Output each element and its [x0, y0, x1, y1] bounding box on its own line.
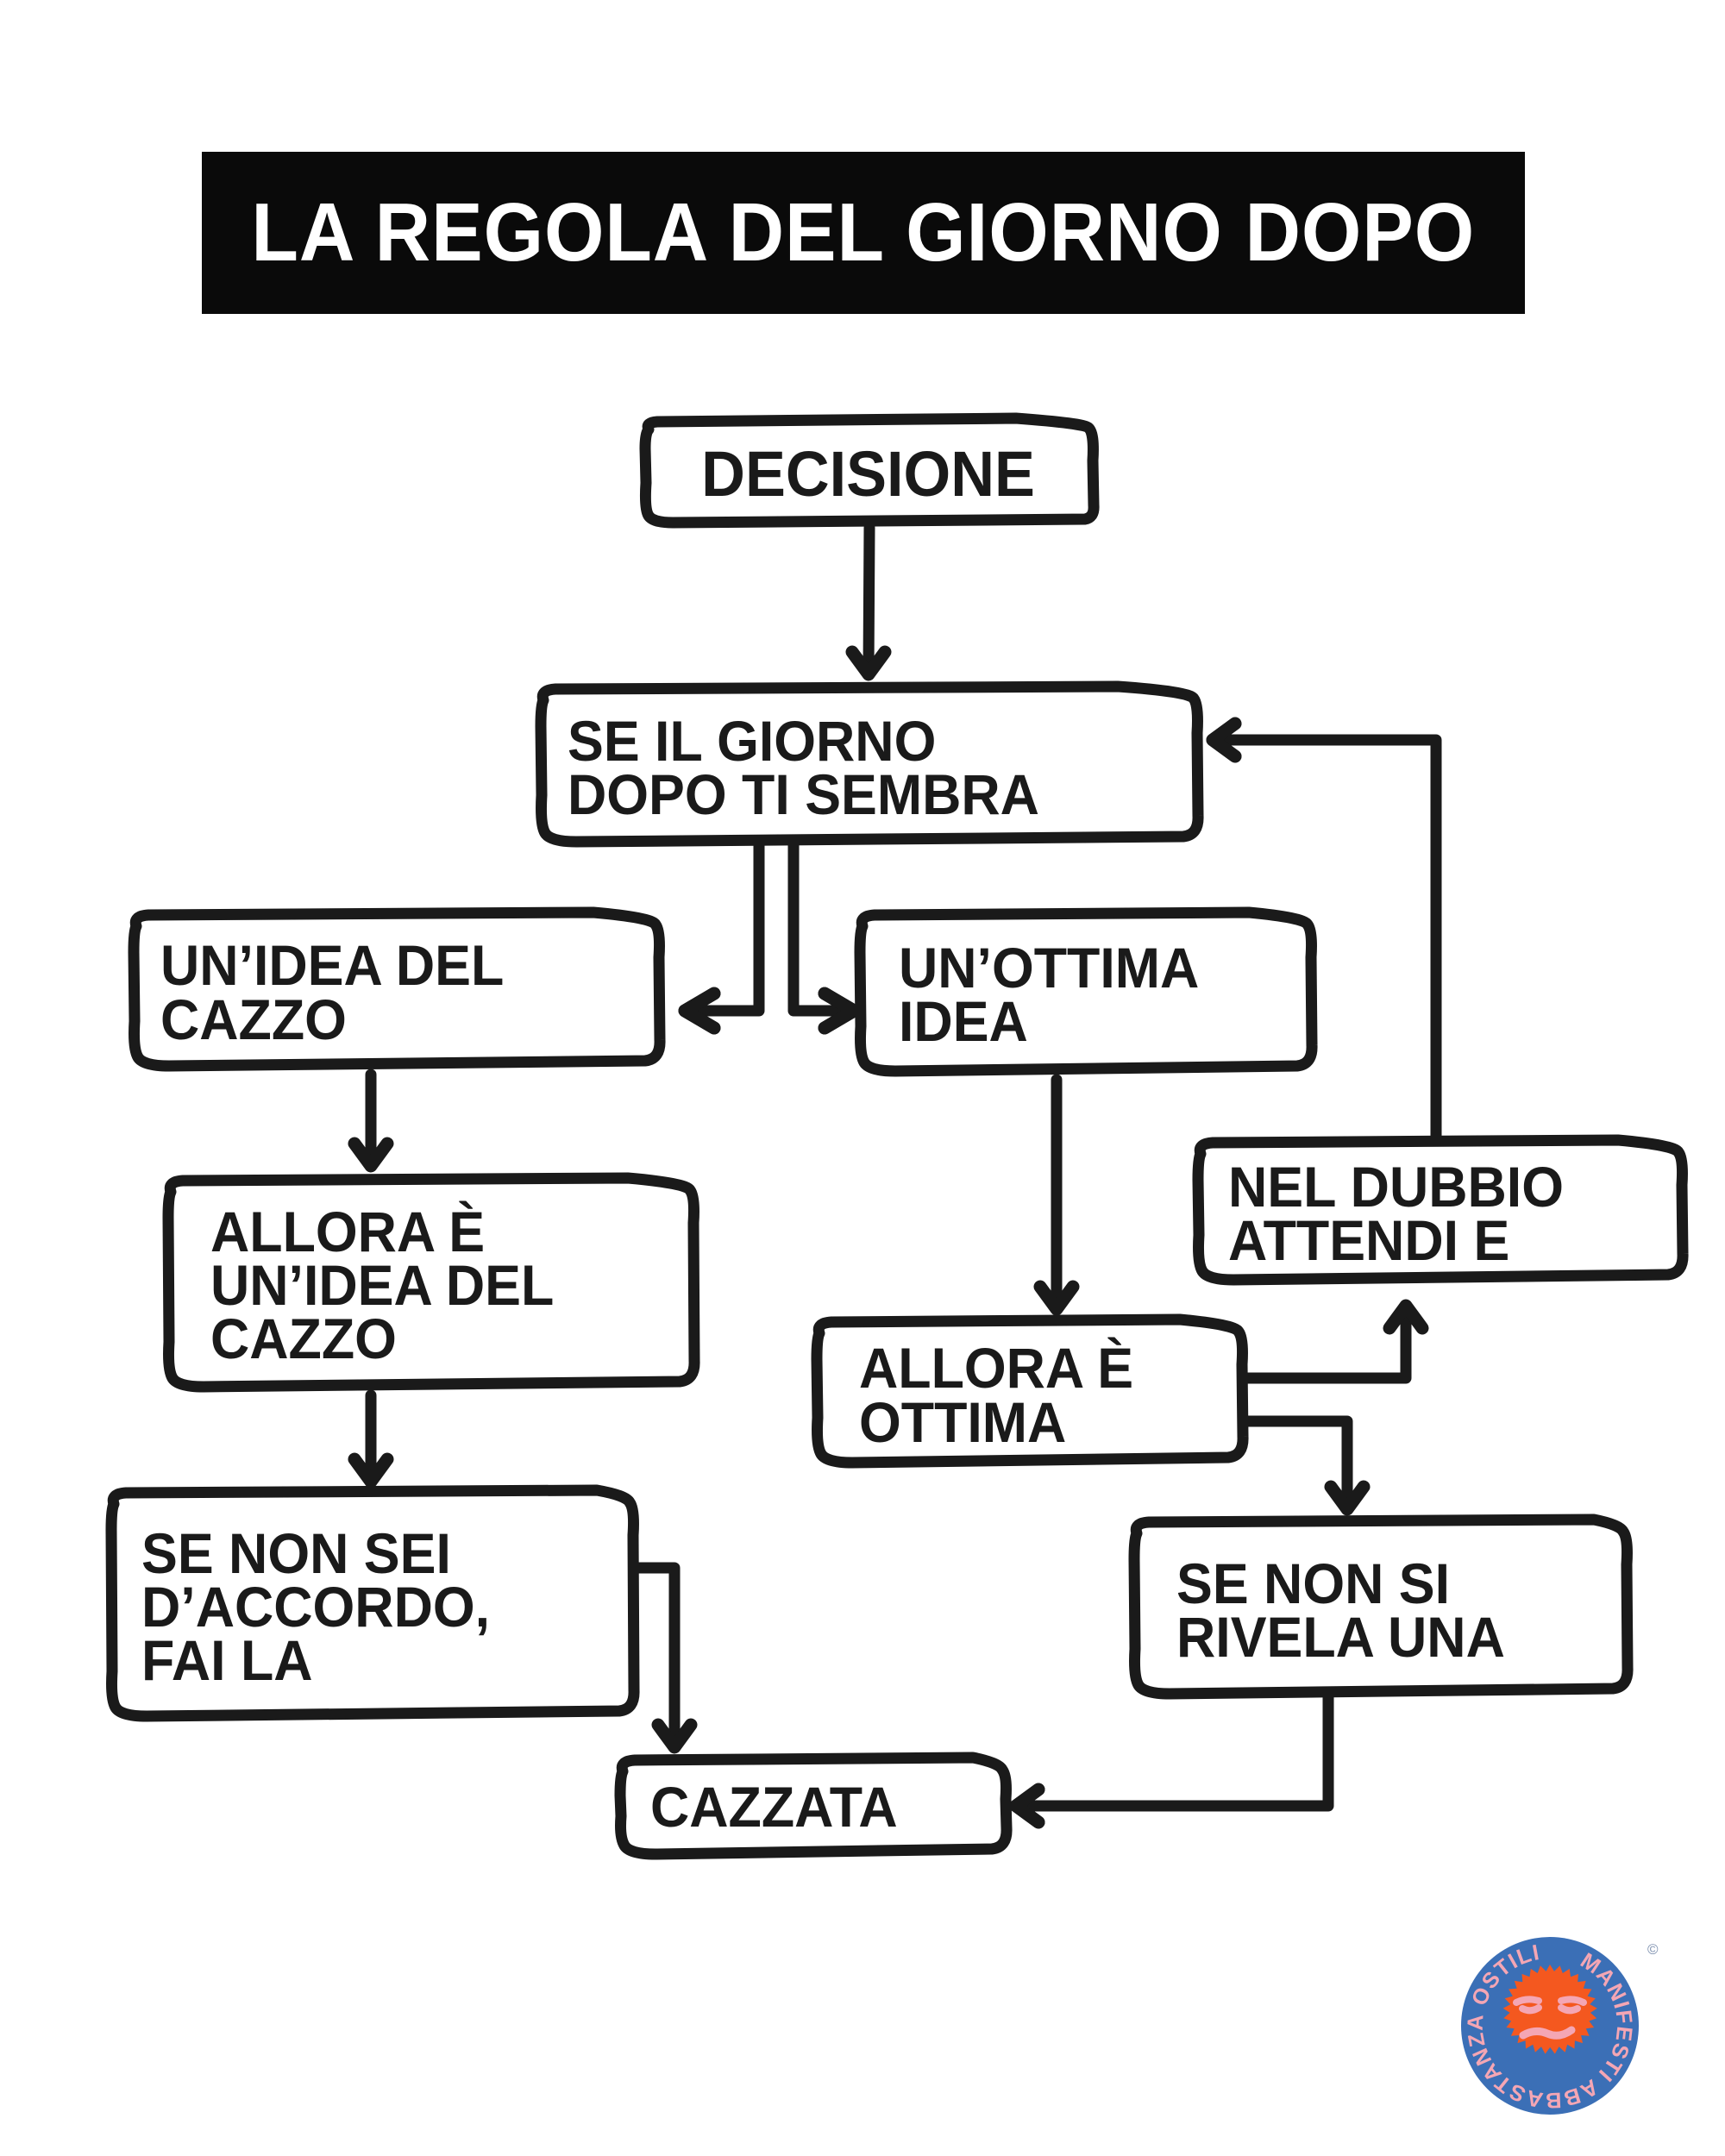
edge-decisione-sembra [845, 522, 892, 681]
left-eyebrow-icon [1513, 1996, 1542, 2006]
right-eye-icon [1558, 2004, 1581, 2015]
copyright-symbol: © [1647, 1941, 1659, 1958]
flow-node-label: SE NON SI RIVELA UNA [1176, 1551, 1505, 1669]
flow-node-allora-e-un-idea-del-cazzo[interactable]: ALLORA È UN’IDEA DEL CAZZO [162, 1177, 697, 1393]
brand-logo[interactable]: MANIFESTI ABBASTANZA OSTILI [1459, 1935, 1640, 2116]
edge-ideacazzo-alloracazzo [348, 1069, 394, 1173]
right-eyebrow-icon [1558, 1996, 1587, 2006]
flow-node-label: ALLORA È OTTIMA [859, 1336, 1134, 1454]
flow-node-un-ottima-idea[interactable]: UN’OTTIMA IDEA [854, 912, 1315, 1076]
flow-node-nel-dubbio-attendi-e[interactable]: NEL DUBBIO ATTENDI E [1192, 1140, 1684, 1287]
flow-node-allora-e-ottima[interactable]: ALLORA È OTTIMA [811, 1319, 1242, 1470]
edge-ottimaidea-alloraottima [1033, 1074, 1080, 1316]
edge-alloraottima-neldubbio [1234, 1299, 1429, 1384]
grumpy-face-icon [1502, 1965, 1597, 2054]
flow-node-label: SE NON SEI D’ACCORDO, FAI LA [141, 1520, 491, 1693]
edge-alloracazzo-nonaccordo [348, 1389, 394, 1489]
flow-node-se-non-sei-d-accordo-fai-la[interactable]: SE NON SEI D’ACCORDO, FAI LA [105, 1490, 631, 1723]
edge-nonaccordo-cazzata [620, 1562, 698, 1754]
left-eye-icon [1519, 2004, 1542, 2015]
frown-mouth-icon [1519, 2026, 1576, 2040]
flow-node-label: CAZZATA [650, 1774, 898, 1839]
flow-node-label: UN’OTTIMA IDEA [899, 935, 1200, 1053]
flow-node-se-non-si-rivela-una[interactable]: SE NON SI RIVELA UNA [1128, 1520, 1628, 1701]
flow-node-decisione[interactable]: DECISIONE [640, 423, 1097, 526]
flow-node-un-idea-del-cazzo[interactable]: UN’IDEA DEL CAZZO [128, 912, 662, 1072]
flow-node-label: ALLORA È UN’IDEA DEL CAZZO [210, 1199, 555, 1371]
edge-nonrivela-cazzata [1009, 1689, 1334, 1829]
flow-node-label: NEL DUBBIO ATTENDI E [1228, 1154, 1565, 1272]
edge-sembra-split [678, 839, 861, 1035]
edge-alloraottima-nonrivela [1234, 1415, 1371, 1516]
flow-node-se-il-giorno-dopo-ti-sembra[interactable]: SE IL GIORNO DOPO TI SEMBRA [535, 690, 1199, 845]
flow-node-label: DECISIONE [701, 438, 1036, 511]
title-banner: LA REGOLA DEL GIORNO DOPO [202, 152, 1525, 314]
flow-node-label: UN’IDEA DEL CAZZO [160, 933, 505, 1051]
page-title: LA REGOLA DEL GIORNO DOPO [251, 186, 1476, 279]
flow-node-cazzata[interactable]: CAZZATA [614, 1759, 998, 1854]
flow-node-label: SE IL GIORNO DOPO TI SEMBRA [568, 708, 1039, 826]
